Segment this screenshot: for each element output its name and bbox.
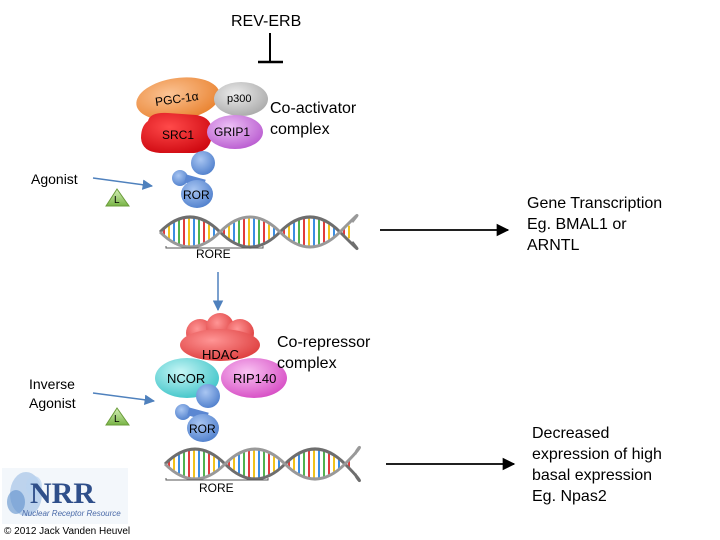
rip140-label: RIP140 xyxy=(233,371,277,386)
rore-label-bottom: RORE xyxy=(199,481,234,495)
p300-protein xyxy=(214,82,268,116)
rore-bracket-bottom xyxy=(165,478,269,481)
repression-outcome-line3: basal expression xyxy=(532,467,653,484)
coactivator-label-line2: complex xyxy=(270,121,330,138)
src1-protein xyxy=(141,112,212,153)
hdac-protein xyxy=(180,313,260,361)
ror-label-top: ROR xyxy=(183,188,210,202)
agonist-label: Agonist xyxy=(31,171,78,187)
rev-erb-label: REV-ERB xyxy=(231,13,302,30)
copyright-text: © 2012 Jack Vanden Heuvel xyxy=(4,526,131,537)
inverse-agonist-label-line1: Inverse xyxy=(29,376,75,392)
grip1-protein xyxy=(207,115,263,149)
rip140-protein xyxy=(221,358,287,398)
repression-outcome-line1: Decreased xyxy=(532,425,610,442)
corepressor-label-line1: Co-repressor xyxy=(277,334,371,351)
ligand-triangle-bottom xyxy=(105,407,130,426)
transcription-outcome-line3: ARNTL xyxy=(527,237,580,254)
src1-label: SRC1 xyxy=(162,128,195,142)
rore-label-top: RORE xyxy=(196,247,231,261)
corepressor-label-line2: complex xyxy=(277,355,337,372)
pgc1a-protein xyxy=(136,77,220,121)
agonist-arrow xyxy=(92,177,154,190)
repression-outcome-line2: expression of high xyxy=(532,446,662,463)
transcription-outcome-line1: Gene Transcription xyxy=(527,195,663,212)
ror-receptor-top xyxy=(172,151,215,208)
inverse-agonist-label-line2: Agonist xyxy=(29,395,76,411)
p300-label: p300 xyxy=(227,93,252,105)
dna-helix-top xyxy=(158,213,359,251)
dna-helix-bottom xyxy=(163,445,361,483)
nrr-logo-tagline: Nuclear Receptor Resource xyxy=(22,509,121,518)
inhibition-symbol xyxy=(258,33,283,64)
ligand-label-top: L xyxy=(114,195,120,206)
hdac-label: HDAC xyxy=(202,347,239,362)
ncor-label: NCOR xyxy=(167,371,206,386)
ligand-label-bottom: L xyxy=(114,414,120,425)
ligand-triangle-top xyxy=(105,188,130,207)
coactivator-label-line1: Co-activator xyxy=(270,100,357,117)
inverse-agonist-arrow xyxy=(92,392,156,405)
ror-receptor-bottom xyxy=(175,384,220,442)
transcription-outcome-line2: Eg. BMAL1 or xyxy=(527,216,627,233)
grip1-label: GRIP1 xyxy=(214,125,251,139)
nrr-logo-mark xyxy=(2,468,128,524)
rore-bracket-top xyxy=(165,246,264,249)
nrr-logo-letters: NRR xyxy=(30,477,95,510)
ror-label-bottom: ROR xyxy=(189,422,216,436)
repression-outcome-line4: Eg. Npas2 xyxy=(532,488,607,505)
